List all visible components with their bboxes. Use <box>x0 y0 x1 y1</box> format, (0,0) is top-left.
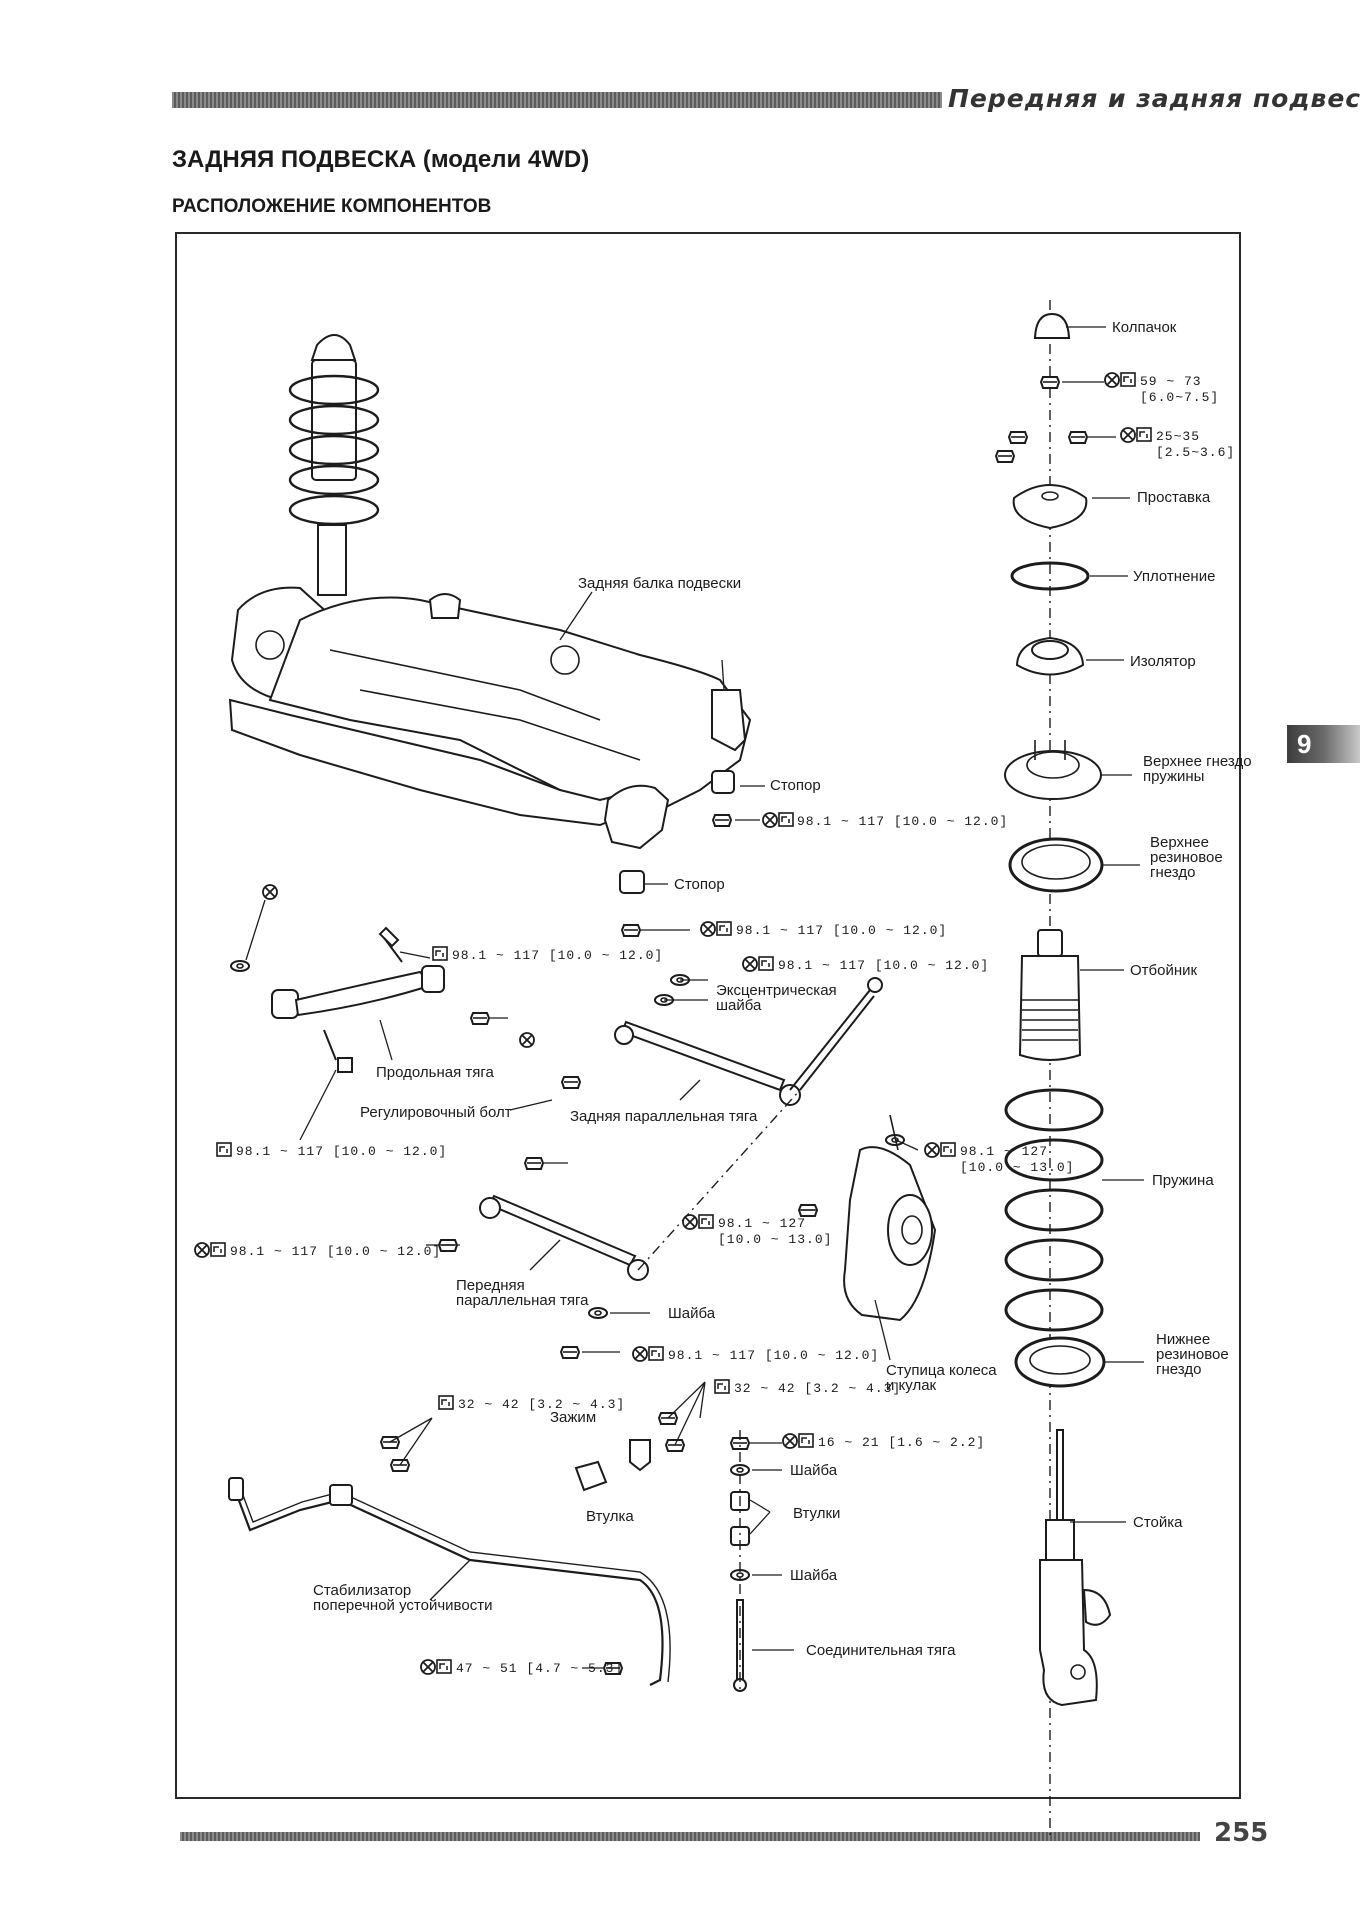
page-title: ЗАДНЯЯ ПОДВЕСКА (модели 4WD) <box>172 146 590 173</box>
header-rule <box>172 92 942 108</box>
page-number: 255 <box>1214 1818 1269 1848</box>
chapter-tab: 9 <box>1287 725 1360 763</box>
running-header: Передняя и задняя подвеска <box>948 84 1360 113</box>
diagram-frame <box>175 232 1241 1799</box>
chapter-number: 9 <box>1297 729 1312 759</box>
section-title: РАСПОЛОЖЕНИЕ КОМПОНЕНТОВ <box>172 196 492 217</box>
footer-rule <box>180 1832 1200 1841</box>
